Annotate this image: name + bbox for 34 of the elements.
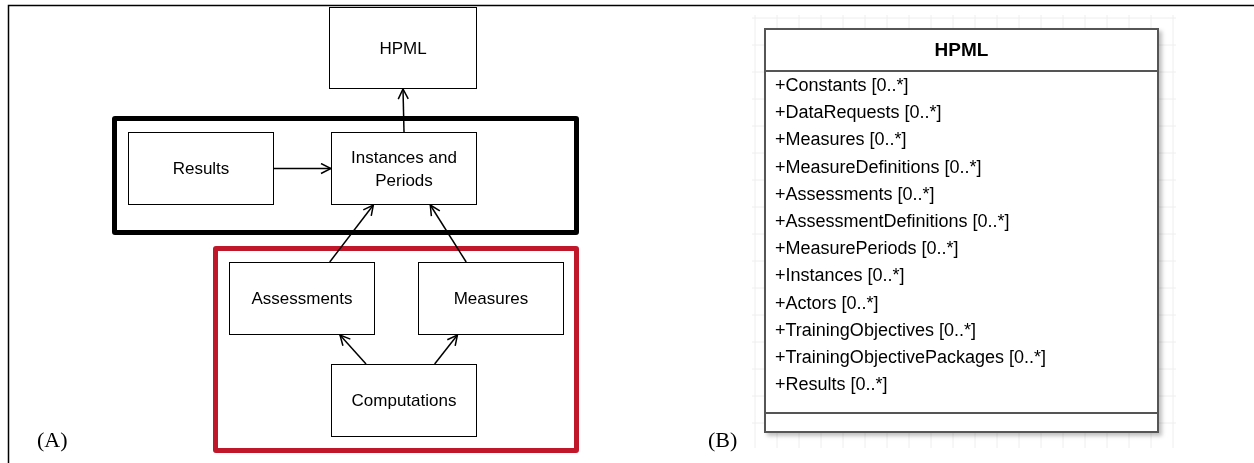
attribute-text: +AssessmentDefinitions [0..*] — [774, 210, 1011, 233]
attribute-text: +TrainingObjectivePackages [0..*] — [774, 346, 1047, 370]
arrow — [397, 88, 409, 133]
attribute-text: +MeasurePeriods [0..*] — [774, 237, 960, 261]
attribute-text: +Constants [0..*] — [774, 74, 910, 97]
attribute-text: +Assessments [0..*] — [774, 182, 936, 206]
node-label: Instances and Periods — [350, 146, 458, 192]
attribute-text: +Instances [0..*] — [774, 264, 906, 288]
node-label: HPML — [379, 37, 427, 60]
process-box — [418, 262, 564, 335]
node-label: Computations — [351, 390, 457, 412]
arrow — [433, 334, 459, 365]
process-box — [329, 7, 477, 89]
process-box — [229, 262, 375, 335]
arrow — [339, 334, 367, 365]
attribute-text: +Actors [0..*] — [774, 291, 880, 315]
group-frame — [112, 116, 579, 235]
group-frame — [213, 246, 579, 453]
attribute-text: +Measures [0..*] — [774, 128, 908, 152]
attribute-text: +Results [0..*] — [774, 373, 889, 397]
process-box — [331, 132, 477, 205]
attribute-text: +MeasureDefinitions [0..*] — [774, 155, 983, 179]
class-name: HPML — [766, 30, 1157, 72]
node-label: Assessments — [251, 288, 353, 310]
node-label: Results — [172, 158, 230, 180]
process-box — [331, 364, 477, 437]
uml-class-box — [764, 28, 1159, 433]
panel-label: (B) — [708, 427, 738, 453]
process-box — [128, 132, 274, 205]
attribute-text: +TrainingObjectives [0..*] — [774, 318, 977, 342]
node-label: Measures — [453, 288, 529, 310]
attribute-text: +DataRequests [0..*] — [774, 101, 943, 125]
panel-label: (A) — [37, 427, 68, 453]
arrow — [273, 162, 332, 175]
